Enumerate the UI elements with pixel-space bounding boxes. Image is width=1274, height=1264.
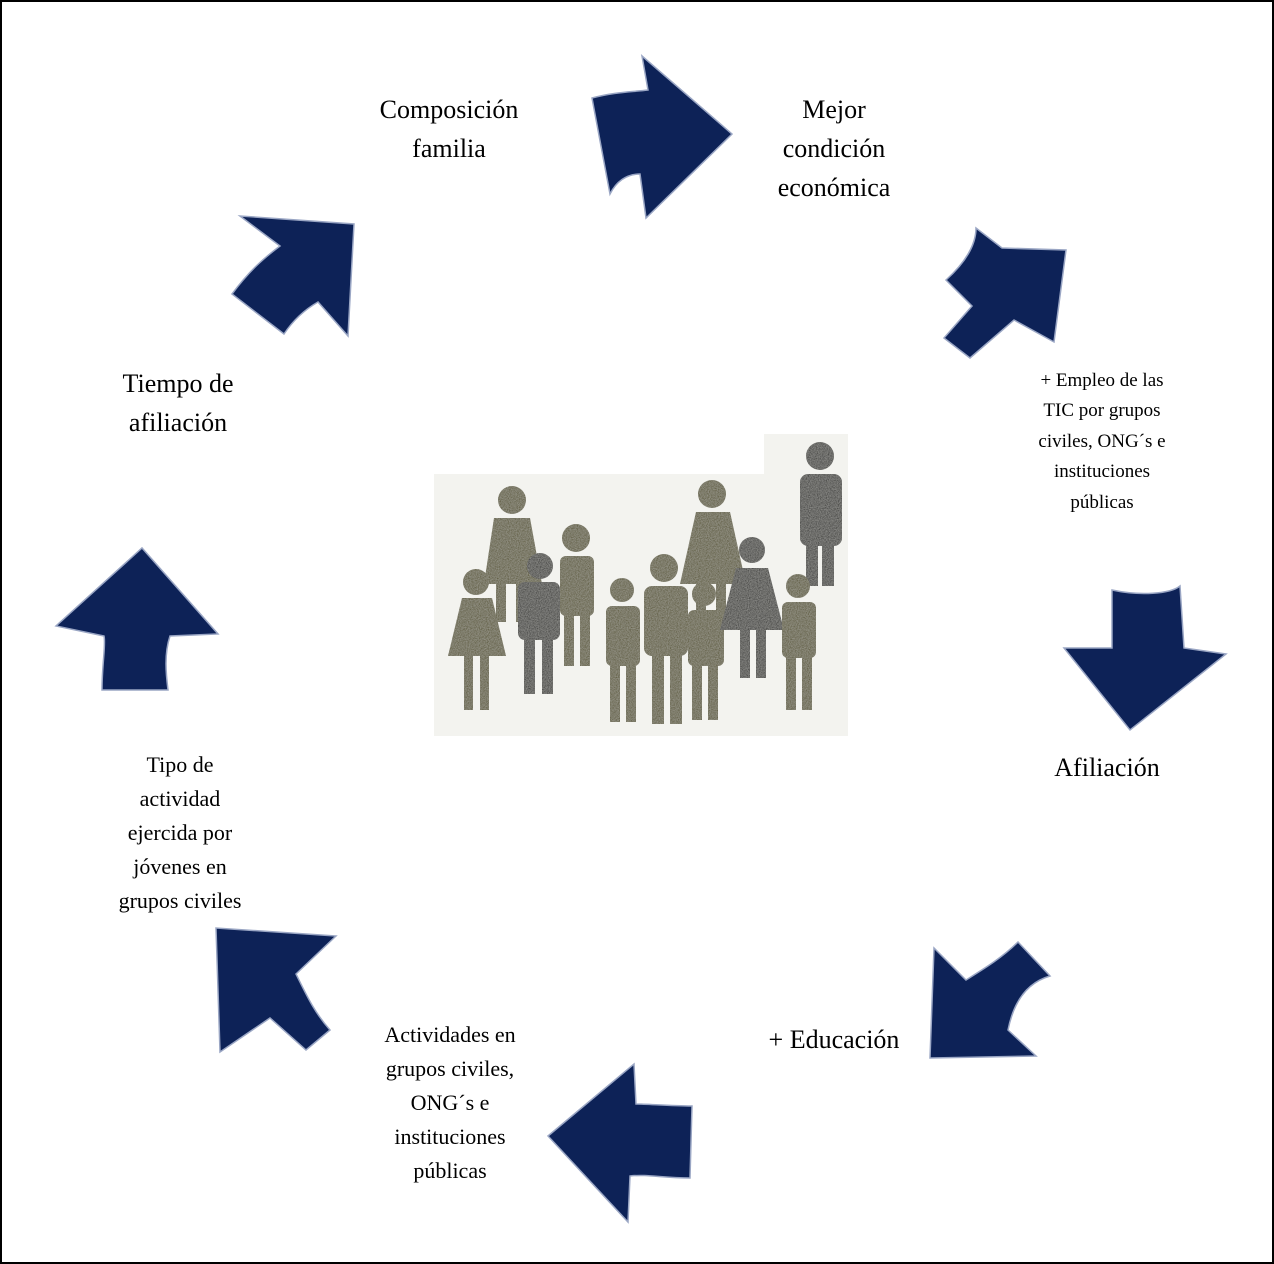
node-tipo-line-5: grupos civiles (118, 888, 242, 914)
node-actividades-line-2: grupos civiles, (385, 1056, 515, 1082)
arrow-composicion-to-mejor-icon (591, 54, 734, 220)
node-actividades-line-5: públicas (413, 1158, 487, 1184)
node-tiempo-line-1: Tiempo de (122, 369, 234, 398)
node-actividades-line-4: instituciones (394, 1124, 506, 1150)
node-actividades-line-1: Actividades en (384, 1022, 516, 1047)
arrow-empleo-to-afiliacion-icon (1062, 584, 1228, 732)
node-empleo-line-4: instituciones (1053, 461, 1151, 483)
node-tipo-line-4: jóvenes en (133, 854, 227, 880)
node-empleo-line-3: civiles, ONG´s e (1038, 430, 1166, 452)
people-group-image (434, 434, 848, 736)
node-tipo-actividad: Tipo de actividad ejercida por jóvenes e… (98, 748, 262, 918)
node-empleo-line-1: + Empleo de las (1040, 370, 1164, 391)
node-mejor-line-2: condición (782, 134, 886, 163)
node-composicion-line-2: familia (412, 134, 486, 163)
node-educacion-line-1: + Educación (768, 1025, 900, 1054)
arrow-educacion-to-actividades-icon (546, 1062, 693, 1224)
node-empleo-tic: + Empleo de las TIC por grupos civiles, … (1012, 366, 1192, 518)
arrow-tipo-to-tiempo-icon (54, 546, 220, 691)
node-afiliacion-line-1: Afiliación (1054, 753, 1160, 782)
node-empleo-line-2: TIC por grupos (1043, 400, 1161, 422)
node-composicion-familia: Composición familia (364, 90, 534, 168)
node-actividades: Actividades en grupos civiles, ONG´s e i… (362, 1018, 538, 1188)
node-actividades-line-3: ONG´s e (410, 1090, 490, 1116)
node-mejor-line-1: Mejor (802, 95, 866, 124)
node-composicion-line-1: Composición (379, 95, 519, 124)
person-figure-icon (800, 442, 842, 586)
node-tiempo-line-2: afiliación (128, 408, 228, 437)
node-tipo-line-3: ejercida por (127, 820, 233, 846)
node-tipo-line-1: Tipo de (146, 752, 214, 777)
arrow-mejor-to-empleo-icon (942, 226, 1067, 359)
node-educacion: + Educación (754, 1020, 914, 1059)
arrow-afiliacion-to-educacion-icon (929, 940, 1052, 1059)
node-tipo-line-2: actividad (139, 786, 221, 812)
node-mejor-condicion: Mejor condición económica (754, 90, 914, 207)
node-tiempo-afiliacion: Tiempo de afiliación (98, 364, 258, 442)
arrow-tiempo-to-composicion-icon (230, 215, 355, 338)
node-afiliacion: Afiliación (1032, 748, 1182, 787)
arrow-actividades-to-tipo-icon (215, 927, 338, 1054)
node-empleo-line-5: públicas (1070, 491, 1134, 513)
node-mejor-line-3: económica (777, 173, 891, 202)
